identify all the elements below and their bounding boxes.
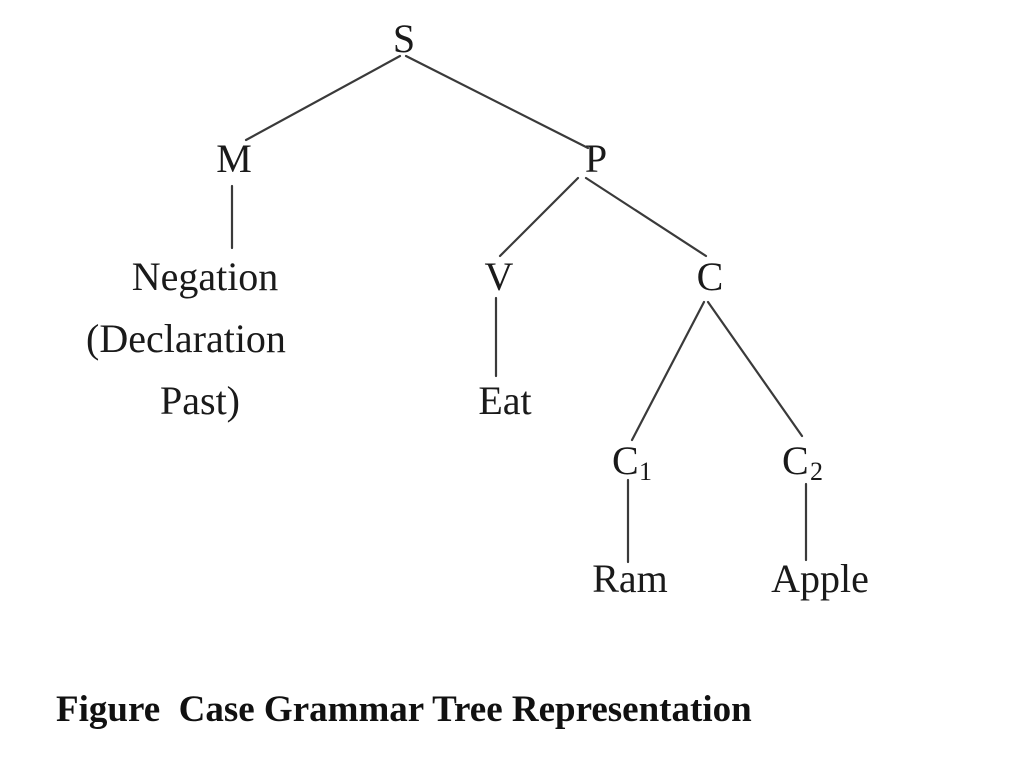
node-s: S <box>393 16 415 61</box>
node-c2: C 2 <box>782 438 823 486</box>
node-apple: Apple <box>771 556 869 601</box>
node-c1-letter: C <box>612 438 639 483</box>
edge-p-v <box>498 176 580 258</box>
edge-c-c1 <box>630 300 706 442</box>
figure-caption: Figure Case Grammar Tree Representation <box>56 689 752 730</box>
node-c2-letter: C <box>782 438 809 483</box>
node-p: P <box>585 136 607 181</box>
node-eat: Eat <box>478 378 531 423</box>
node-c: C <box>697 254 724 299</box>
edge-s-p <box>404 54 590 150</box>
node-c1: C 1 <box>612 438 652 486</box>
node-c2-subscript: 2 <box>810 457 823 486</box>
node-negation-line2: (Declaration <box>86 316 286 361</box>
node-v: V <box>485 254 514 299</box>
node-c1-subscript: 1 <box>639 457 652 486</box>
edge-p-c <box>584 176 708 258</box>
edge-c-c2 <box>706 300 804 438</box>
node-negation-line3: Past) <box>160 378 240 423</box>
edge-s-m <box>244 54 402 142</box>
node-m: M <box>216 136 252 181</box>
node-negation-line1: Negation <box>132 254 279 299</box>
node-ram: Ram <box>592 556 668 601</box>
